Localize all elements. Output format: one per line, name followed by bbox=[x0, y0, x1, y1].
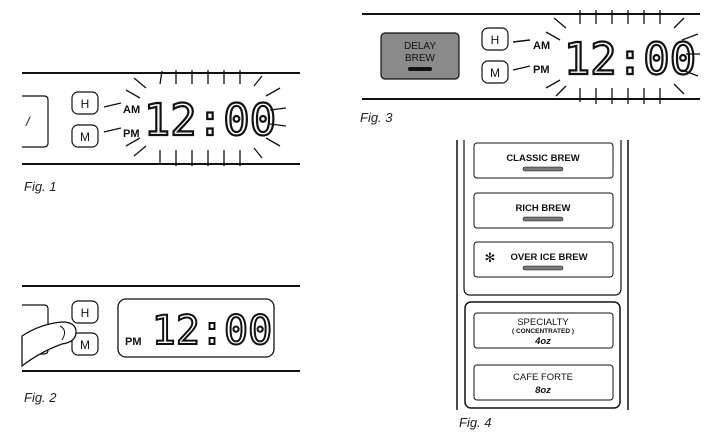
flashing-rays bbox=[125, 70, 287, 166]
specialty-sublabel: ( CONCENTRATED ) bbox=[512, 328, 574, 335]
rich-brew-indicator bbox=[522, 216, 564, 222]
minute-button-label: M bbox=[80, 130, 90, 144]
pm-indicator: PM bbox=[123, 128, 140, 140]
hour-button-label: H bbox=[491, 33, 500, 47]
cafe-forte-label: CAFE FORTE bbox=[513, 372, 573, 383]
figure-caption: Fig. 4 bbox=[459, 415, 492, 430]
time-display: 12:00 bbox=[564, 34, 696, 85]
time-display: 12:00 bbox=[144, 95, 276, 146]
delay-brew-indicator bbox=[408, 67, 432, 71]
figure-1: / H M AM PM 12:00 Fig. 1 bbox=[22, 70, 300, 194]
svg-text:/: / bbox=[25, 114, 31, 129]
cafe-forte-button[interactable] bbox=[473, 364, 614, 401]
hour-button[interactable] bbox=[71, 91, 99, 115]
classic-brew-button[interactable] bbox=[473, 142, 614, 179]
clock-display-window bbox=[117, 298, 275, 358]
cafe-forte-size: 8oz bbox=[535, 385, 551, 396]
hour-button-label: H bbox=[81, 97, 90, 111]
minute-button-label: M bbox=[80, 338, 90, 352]
am-indicator: AM bbox=[533, 40, 550, 52]
hour-button[interactable] bbox=[71, 300, 99, 324]
figure-2: H M PM 12:00 Fig. 2 bbox=[21, 285, 300, 405]
specialty-button[interactable] bbox=[473, 312, 614, 349]
classic-brew-label: CLASSIC BREW bbox=[506, 153, 579, 164]
hour-button-label: H bbox=[81, 306, 90, 320]
time-display: 12:00 bbox=[152, 308, 272, 354]
partial-button bbox=[22, 95, 49, 148]
over-ice-brew-button[interactable] bbox=[473, 241, 614, 278]
over-ice-brew-label: OVER ICE BREW bbox=[510, 252, 587, 263]
pm-indicator: PM bbox=[533, 64, 550, 76]
rich-brew-button[interactable] bbox=[473, 192, 614, 229]
specialty-panel bbox=[464, 301, 621, 409]
delay-brew-label-line2: BREW bbox=[405, 53, 436, 64]
minute-button[interactable] bbox=[71, 124, 99, 148]
rich-brew-label: RICH BREW bbox=[516, 203, 571, 214]
am-indicator: AM bbox=[123, 104, 140, 116]
minute-button[interactable] bbox=[71, 332, 99, 356]
delay-brew-label-line1: DELAY bbox=[404, 41, 436, 52]
figure-caption: Fig. 1 bbox=[24, 179, 57, 194]
minute-button-label: M bbox=[490, 66, 500, 80]
classic-brew-indicator bbox=[522, 166, 564, 172]
pm-indicator: PM bbox=[125, 336, 142, 348]
figure-3: DELAY BREW H M AM PM 12:00 Fig. 3 bbox=[360, 10, 700, 125]
finger-icon bbox=[21, 321, 77, 368]
snowflake-icon: ✻ bbox=[485, 250, 496, 265]
flashing-rays bbox=[545, 10, 700, 104]
figure-caption: Fig. 2 bbox=[24, 390, 57, 405]
over-ice-brew-indicator bbox=[522, 265, 564, 271]
hour-button[interactable] bbox=[481, 27, 509, 51]
figure-caption: Fig. 3 bbox=[360, 110, 393, 125]
minute-button[interactable] bbox=[481, 60, 509, 84]
figure-4: CLASSIC BREW RICH BREW ✻ OVER ICE BREW S… bbox=[456, 140, 629, 430]
delay-brew-button[interactable] bbox=[380, 32, 460, 80]
specialty-label: SPECIALTY bbox=[517, 317, 569, 328]
specialty-size: 4oz bbox=[534, 336, 551, 347]
